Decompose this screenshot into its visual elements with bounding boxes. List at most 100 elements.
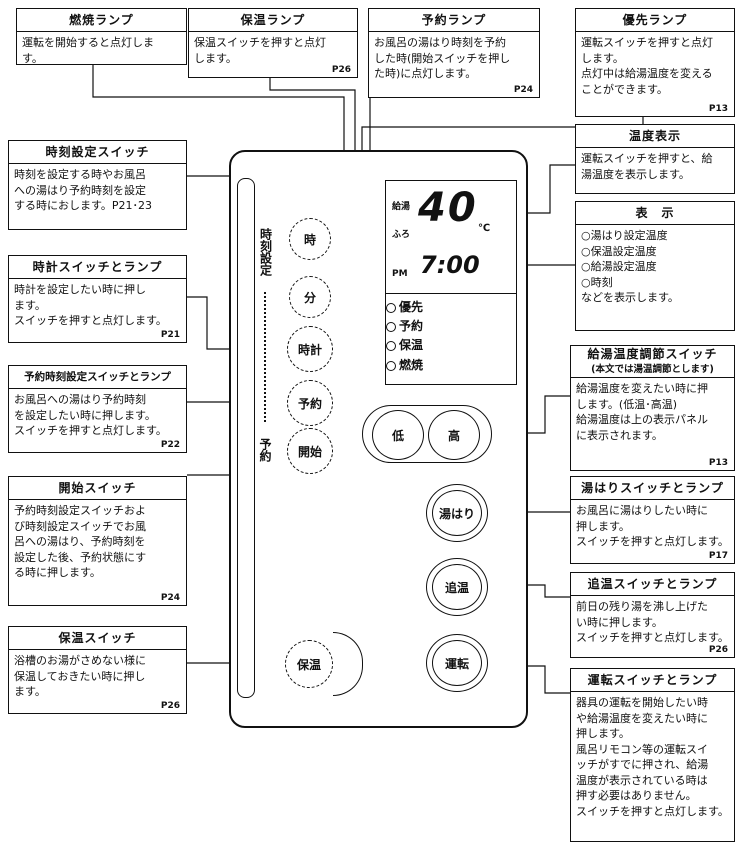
operation-button[interactable]: 運転 xyxy=(426,634,488,692)
callout-line: 予約時刻設定スイッチおよ xyxy=(14,504,146,517)
callout-line: ッチがすでに押され、給湯 xyxy=(576,758,709,771)
callout-line: します。(低温･高温) xyxy=(576,397,677,411)
callout-keep-warm-switch: 保温スイッチ 浴槽のお湯がさめない様に保温しておきたい時に押します。 P26 xyxy=(8,626,187,714)
supply-label: 給湯 xyxy=(392,202,411,212)
callout-line: や給湯温度を変えたい時に xyxy=(576,711,708,725)
page-ref: P21 xyxy=(160,330,180,340)
callout-line: ○湯はり設定温度 xyxy=(581,229,668,242)
time-setting-side-label: 時刻設定 xyxy=(258,228,273,276)
callout-fill-switch: 湯はりスイッチとランプ お風呂に湯はりしたい時に押します。スイッチを押すと点灯し… xyxy=(570,476,735,564)
reheat-button[interactable]: 追温 xyxy=(426,558,488,616)
combustion-lamp: 燃焼 xyxy=(386,356,423,373)
callout-display: 表 示 ○湯はり設定温度○保温設定温度○給湯設定温度○時刻などを表示します。 xyxy=(575,201,735,331)
callout-title: 保温スイッチ xyxy=(9,627,186,650)
time-setting-dotted-bar xyxy=(264,292,266,422)
callout-line: ことができます。 xyxy=(581,82,668,96)
callout-line: 前日の残り湯を沸し上げた xyxy=(576,600,708,613)
page-ref: P26 xyxy=(331,65,351,75)
callout-line: す。 xyxy=(22,51,43,65)
callout-line: 給湯温度を変えたい時に押 xyxy=(576,382,708,395)
callout-title: 温度表示 xyxy=(576,125,734,148)
callout-line: 保温スイッチを押すと点灯 xyxy=(194,36,326,49)
reserve-side-label: 予約 xyxy=(258,438,272,462)
callout-line: 運転スイッチを押すと、給 xyxy=(581,152,713,165)
callout-line: への湯はり予約時刻を設定 xyxy=(14,183,146,197)
callout-line: び時刻設定スイッチでお風 xyxy=(14,519,146,533)
callout-title-main: 給湯温度調節スイッチ xyxy=(587,347,718,361)
callout-keep-warm-lamp: 保温ランプ 保温スイッチを押すと点灯します。 P26 xyxy=(188,8,358,78)
pm-label: PM xyxy=(392,269,408,279)
callout-line: 運転スイッチを押すと点灯 xyxy=(581,36,713,49)
page-ref: P26 xyxy=(708,645,728,655)
lcd-display: 給湯 ふろ 40 ℃ PM 7:00 xyxy=(385,180,517,385)
callout-line: お風呂への湯はり予約時刻 xyxy=(14,393,146,406)
callout-line: ○時刻 xyxy=(581,275,613,289)
page-ref: P13 xyxy=(708,458,728,468)
page-ref: P26 xyxy=(160,701,180,711)
page-ref: P13 xyxy=(708,104,728,114)
callout-title: 運転スイッチとランプ xyxy=(571,669,734,692)
callout-title: 時刻設定スイッチ xyxy=(9,141,186,164)
temperature-unit: ℃ xyxy=(478,223,491,234)
callout-title: 表 示 xyxy=(576,202,734,225)
callout-priority-lamp: 優先ランプ 運転スイッチを押すと点灯します。点灯中は給湯温度を変えることができま… xyxy=(575,8,735,117)
callout-line: 設定した後、予約状態にす xyxy=(14,550,147,564)
callout-line: 器具の運転を開始したい時 xyxy=(576,696,708,709)
callout-combustion-lamp: 燃焼ランプ 運転を開始すると点灯します。 xyxy=(16,8,187,65)
fill-button[interactable]: 湯はり xyxy=(426,484,488,542)
callout-reservation-time-switch: 予約時刻設定スイッチとランプ お風呂への湯はり予約時刻を設定したい時に押します。… xyxy=(8,365,187,453)
minute-button[interactable]: 分 xyxy=(289,276,331,318)
callout-line: 押す必要はありません。 xyxy=(576,789,697,802)
keep-warm-lamp-indicator xyxy=(386,340,396,351)
callout-time-setting-switch: 時刻設定スイッチ 時刻を設定する時やお風呂への湯はり予約時刻を設定する時におしま… xyxy=(8,140,187,230)
callout-line: お風呂に湯はりしたい時に xyxy=(576,504,708,517)
reserve-button[interactable]: 予約 xyxy=(287,380,333,426)
callout-line: い時に押します。 xyxy=(576,615,663,629)
keep-warm-button[interactable]: 保温 xyxy=(285,640,333,688)
callout-start-switch: 開始スイッチ 予約時刻設定スイッチおよび時刻設定スイッチでお風呂への湯はり、予約… xyxy=(8,476,187,606)
callout-line: 風呂リモコン等の運転スイ xyxy=(576,742,708,756)
callout-line: する時におします。P21･23 xyxy=(14,199,153,212)
display-divider xyxy=(386,293,516,294)
callout-line: ます。 xyxy=(14,298,46,312)
hour-button[interactable]: 時 xyxy=(289,218,331,260)
callout-line: お風呂の湯はり時刻を予約 xyxy=(374,36,506,49)
callout-line: 押します。 xyxy=(576,727,630,740)
callout-title: 燃焼ランプ xyxy=(17,9,186,32)
callout-clock-switch: 時計スイッチとランプ 時計を設定したい時に押します。スイッチを押すと点灯します。… xyxy=(8,255,187,343)
clock-button[interactable]: 時計 xyxy=(287,326,333,372)
callout-line: します。 xyxy=(581,51,624,65)
reservation-lamp: 予約 xyxy=(386,317,423,334)
callout-line: スイッチを押すと点灯します。 xyxy=(576,804,729,818)
priority-lamp: 優先 xyxy=(386,298,423,315)
callout-line: 保温しておきたい時に押し xyxy=(14,669,146,683)
callout-line: スイッチを押すと点灯します。 xyxy=(576,631,729,644)
callout-line: します。 xyxy=(194,51,237,65)
priority-lamp-indicator xyxy=(386,302,396,313)
callout-line: ます。 xyxy=(14,685,46,698)
panel-left-slot xyxy=(237,178,255,698)
callout-hot-water-temp-switch: 給湯温度調節スイッチ (本文では湯温調節とします) 給湯温度を変えたい時に押しま… xyxy=(570,345,735,471)
callout-operation-switch: 運転スイッチとランプ 器具の運転を開始したい時や給湯温度を変えたい時に押します。… xyxy=(570,668,735,842)
start-button[interactable]: 開始 xyxy=(287,428,333,474)
high-temp-button[interactable]: 高 xyxy=(428,410,480,460)
page-ref: P17 xyxy=(708,551,728,561)
callout-line: る時に押します。 xyxy=(14,566,101,579)
low-temp-button[interactable]: 低 xyxy=(372,410,424,460)
page-ref: P22 xyxy=(160,440,180,450)
time-value: 7:00 xyxy=(420,251,480,279)
keep-warm-lamp: 保温 xyxy=(386,336,423,353)
callout-reheat-switch: 追温スイッチとランプ 前日の残り湯を沸し上げたい時に押します。スイッチを押すと点… xyxy=(570,572,735,658)
callout-line: スイッチを押すと点灯します。 xyxy=(576,535,729,548)
callout-line: などを表示します。 xyxy=(581,291,679,304)
callout-line: 時計を設定したい時に押し xyxy=(14,283,146,296)
callout-title: 開始スイッチ xyxy=(9,477,186,500)
temperature-value: 40 xyxy=(418,185,478,231)
bath-label: ふろ xyxy=(392,230,411,240)
callout-title: 追温スイッチとランプ xyxy=(571,573,734,596)
callout-line: ○給湯設定温度 xyxy=(581,260,657,273)
callout-line: た時)に点灯します。 xyxy=(374,67,477,80)
callout-line: 時刻を設定する時やお風呂 xyxy=(14,168,146,181)
callout-line: 温度が表示されている時は xyxy=(576,773,708,787)
callout-title: 予約時刻設定スイッチとランプ xyxy=(9,366,186,389)
